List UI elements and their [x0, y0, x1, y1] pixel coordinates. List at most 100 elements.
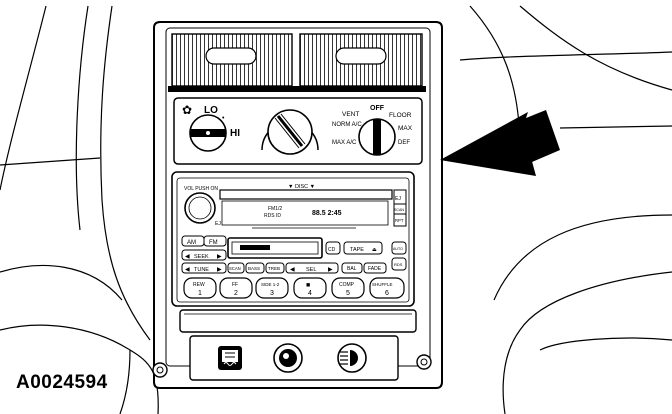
right-windshield-line	[459, 51, 672, 61]
mode-defrost-label: DEF	[398, 140, 410, 146]
right-lower-curve	[502, 271, 672, 414]
preset-2-button[interactable]	[219, 277, 253, 299]
preset-3-label: SIDE 1-2	[261, 282, 280, 287]
seek-right-icon: ▶	[217, 254, 222, 260]
rds-button[interactable]	[391, 257, 407, 271]
select-button[interactable]	[285, 262, 339, 274]
mode-floor-label: FLOOR	[389, 112, 412, 119]
cd-button[interactable]	[325, 241, 341, 255]
vent-left-tab[interactable]	[205, 47, 257, 65]
scan-button[interactable]	[227, 262, 245, 274]
auto-button-label: AUTO	[393, 247, 403, 251]
bass-button[interactable]	[245, 262, 265, 274]
seek-button-label: SEEK	[194, 254, 209, 260]
balance-button[interactable]	[341, 262, 363, 274]
tape-button-label: TAPE	[350, 247, 364, 253]
preset-5-label: COMP	[339, 282, 355, 288]
tune-right-icon: ▶	[217, 267, 222, 273]
tape-window	[240, 245, 270, 250]
fade-button-label: FADE	[368, 266, 382, 272]
mounting-screws	[152, 354, 432, 378]
select-left-icon: ◀	[290, 267, 295, 273]
climate-panel: ✿ LO HI • OFF VENT FLOOR NORM A/C MAX MA…	[173, 97, 423, 165]
traction-control-switch[interactable]	[273, 343, 303, 373]
mode-off-label: OFF	[370, 105, 385, 112]
fade-button[interactable]	[363, 262, 387, 274]
preset-5-number: 5	[346, 290, 350, 297]
bass-button-label: BASS	[248, 266, 260, 271]
right-small-line	[559, 125, 672, 129]
fan-icon: ✿	[182, 103, 192, 117]
airflow-mode-knob[interactable]	[358, 118, 396, 156]
mode-norm-ac-label: NORM A/C	[332, 122, 362, 128]
volume-push-label: VOL PUSH ON	[184, 186, 218, 192]
disc-label: ▼ DISC ▼	[288, 184, 315, 190]
display-rds-label: RDS ID	[264, 213, 281, 219]
treble-button-label: TREB	[268, 266, 280, 271]
side-eject-label: EJ	[395, 196, 401, 202]
dashboard-outline	[0, 5, 672, 414]
preset-6-button[interactable]	[369, 277, 405, 299]
preset-6-number: 6	[385, 290, 389, 297]
tune-left-icon: ◀	[185, 267, 190, 273]
balance-button-label: BAL	[347, 266, 357, 272]
volume-knob[interactable]	[184, 192, 216, 224]
fm-button-label: FM	[209, 240, 218, 246]
seek-button[interactable]	[181, 249, 227, 261]
fan-step-dot: •	[222, 115, 225, 122]
left-dash-curve	[0, 264, 123, 301]
temperature-knob[interactable]	[261, 109, 319, 155]
pointer-arrow	[440, 110, 560, 176]
mode-max-label: MAX	[398, 125, 413, 132]
preset-1-button[interactable]	[183, 277, 217, 299]
right-dash-curve	[493, 214, 672, 301]
radio-inner-frame	[176, 177, 410, 303]
preset-4-number: 4	[308, 290, 312, 297]
tape-button[interactable]	[343, 241, 383, 255]
radio-head-unit: VOL PUSH ON EJ ▼ DISC ▼ FM1/2 RDS ID 88.…	[171, 171, 415, 307]
preset-2-label: FF	[232, 282, 238, 288]
preset-6-label: SHUFFLE	[372, 282, 393, 287]
fog-lamp-switch[interactable]	[337, 343, 367, 373]
tune-button[interactable]	[181, 262, 227, 274]
preset-5-button[interactable]	[331, 277, 365, 299]
treble-button[interactable]	[265, 262, 285, 274]
fan-high-label: HI	[230, 128, 240, 139]
figure-id: A0024594	[16, 372, 108, 393]
side-repeat-button[interactable]	[393, 213, 407, 227]
vent-right-tab[interactable]	[335, 47, 387, 65]
preset-3-button[interactable]	[255, 277, 289, 299]
fan-speed-knob[interactable]	[189, 114, 227, 152]
vent-sill	[168, 86, 426, 92]
preset-1-label: REW	[193, 282, 205, 288]
display-frequency: 88.5 2:45	[312, 210, 342, 217]
left-lower-curve	[0, 324, 159, 414]
cd-button-label: CD	[328, 247, 336, 253]
cd-slot[interactable]	[219, 189, 393, 200]
scan-button-label: SCAN	[229, 266, 241, 271]
select-right-icon: ▶	[328, 267, 333, 273]
tape-eject-icon: ⏏	[372, 247, 377, 253]
mode-max-ac-label: MAX A/C	[332, 140, 357, 146]
left-small-line	[0, 157, 101, 166]
am-button-label: AM	[187, 240, 196, 246]
fm-button[interactable]	[203, 235, 227, 247]
radio-display	[221, 200, 389, 226]
left-pillar-inner	[100, 5, 151, 341]
fan-low-label: LO	[204, 105, 218, 116]
air-vents	[168, 33, 426, 92]
tune-button-label: TUNE	[194, 267, 209, 273]
select-button-label: SEL	[306, 267, 316, 273]
preset-4-button[interactable]	[293, 277, 327, 299]
side-scan-label: SCAN	[394, 208, 404, 212]
display-band-label: FM1/2	[268, 206, 282, 212]
auto-button[interactable]	[391, 241, 407, 255]
side-repeat-label: RPT	[395, 218, 404, 223]
left-pillar-outer	[75, 5, 89, 231]
right-pillar-outer	[519, 5, 672, 91]
rear-defrost-switch[interactable]	[218, 346, 242, 370]
preset-1-number: 1	[198, 290, 202, 297]
eject-small-label: EJ	[215, 221, 221, 227]
storage-tray-lid[interactable]	[179, 309, 417, 333]
